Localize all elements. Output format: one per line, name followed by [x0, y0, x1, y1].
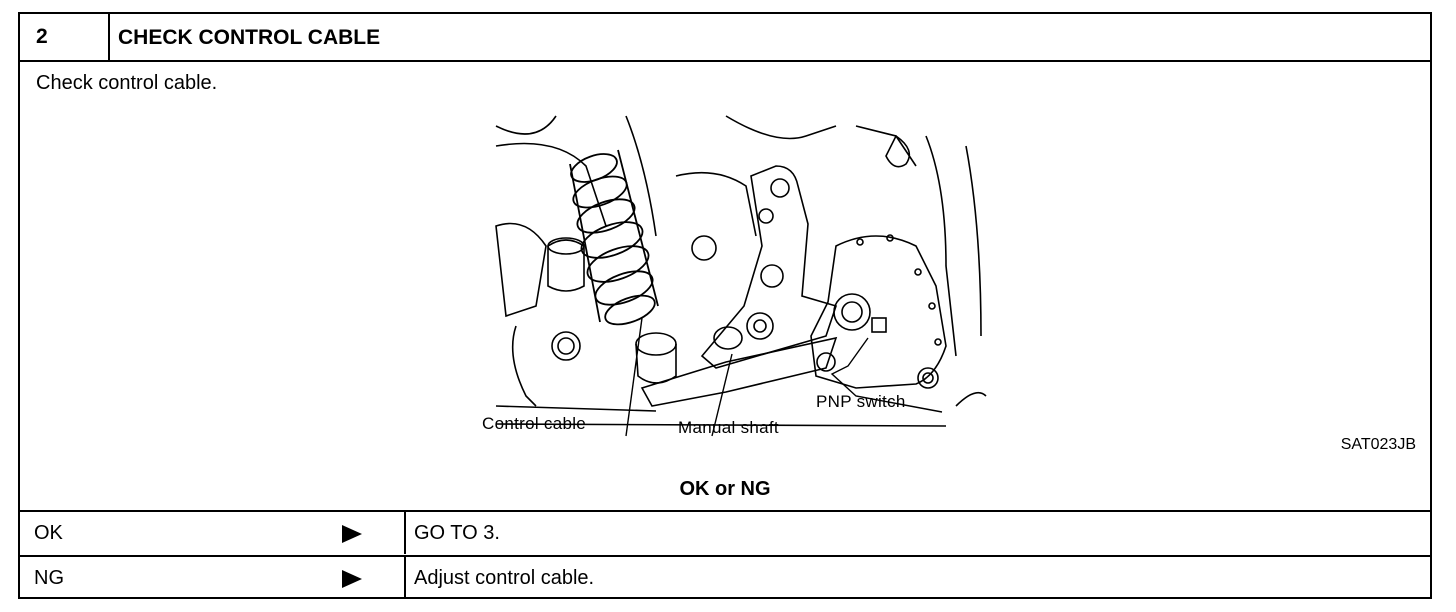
diagnostic-step-table: 2 CHECK CONTROL CABLE Check control cabl… [18, 12, 1432, 599]
label-control-cable: Control cable [482, 414, 587, 433]
result-action: Adjust control cable. [414, 567, 595, 589]
figure-code: SAT023JB [1340, 436, 1416, 453]
result-action: GO TO 3. [414, 522, 500, 544]
label-manual-shaft: Manual shaft [678, 418, 779, 437]
column-divider [404, 557, 406, 599]
step-title: CHECK CONTROL CABLE [118, 26, 381, 49]
result-row-ng: NG Adjust control cable. [20, 555, 1430, 599]
step-instruction: Check control cable. [36, 72, 218, 94]
arrow-right-icon [342, 570, 362, 588]
result-row-ok: OK GO TO 3. [20, 510, 1430, 554]
control-cable-illustration [495, 115, 987, 437]
label-pnp-switch: PNP switch [816, 392, 906, 411]
verdict-heading: OK or NG [679, 478, 771, 500]
column-divider [404, 512, 406, 554]
result-key: OK [34, 522, 63, 544]
step-number: 2 [20, 14, 110, 60]
step-header: 2 CHECK CONTROL CABLE [20, 14, 1430, 62]
result-key: NG [34, 567, 64, 589]
arrow-right-icon [342, 525, 362, 543]
